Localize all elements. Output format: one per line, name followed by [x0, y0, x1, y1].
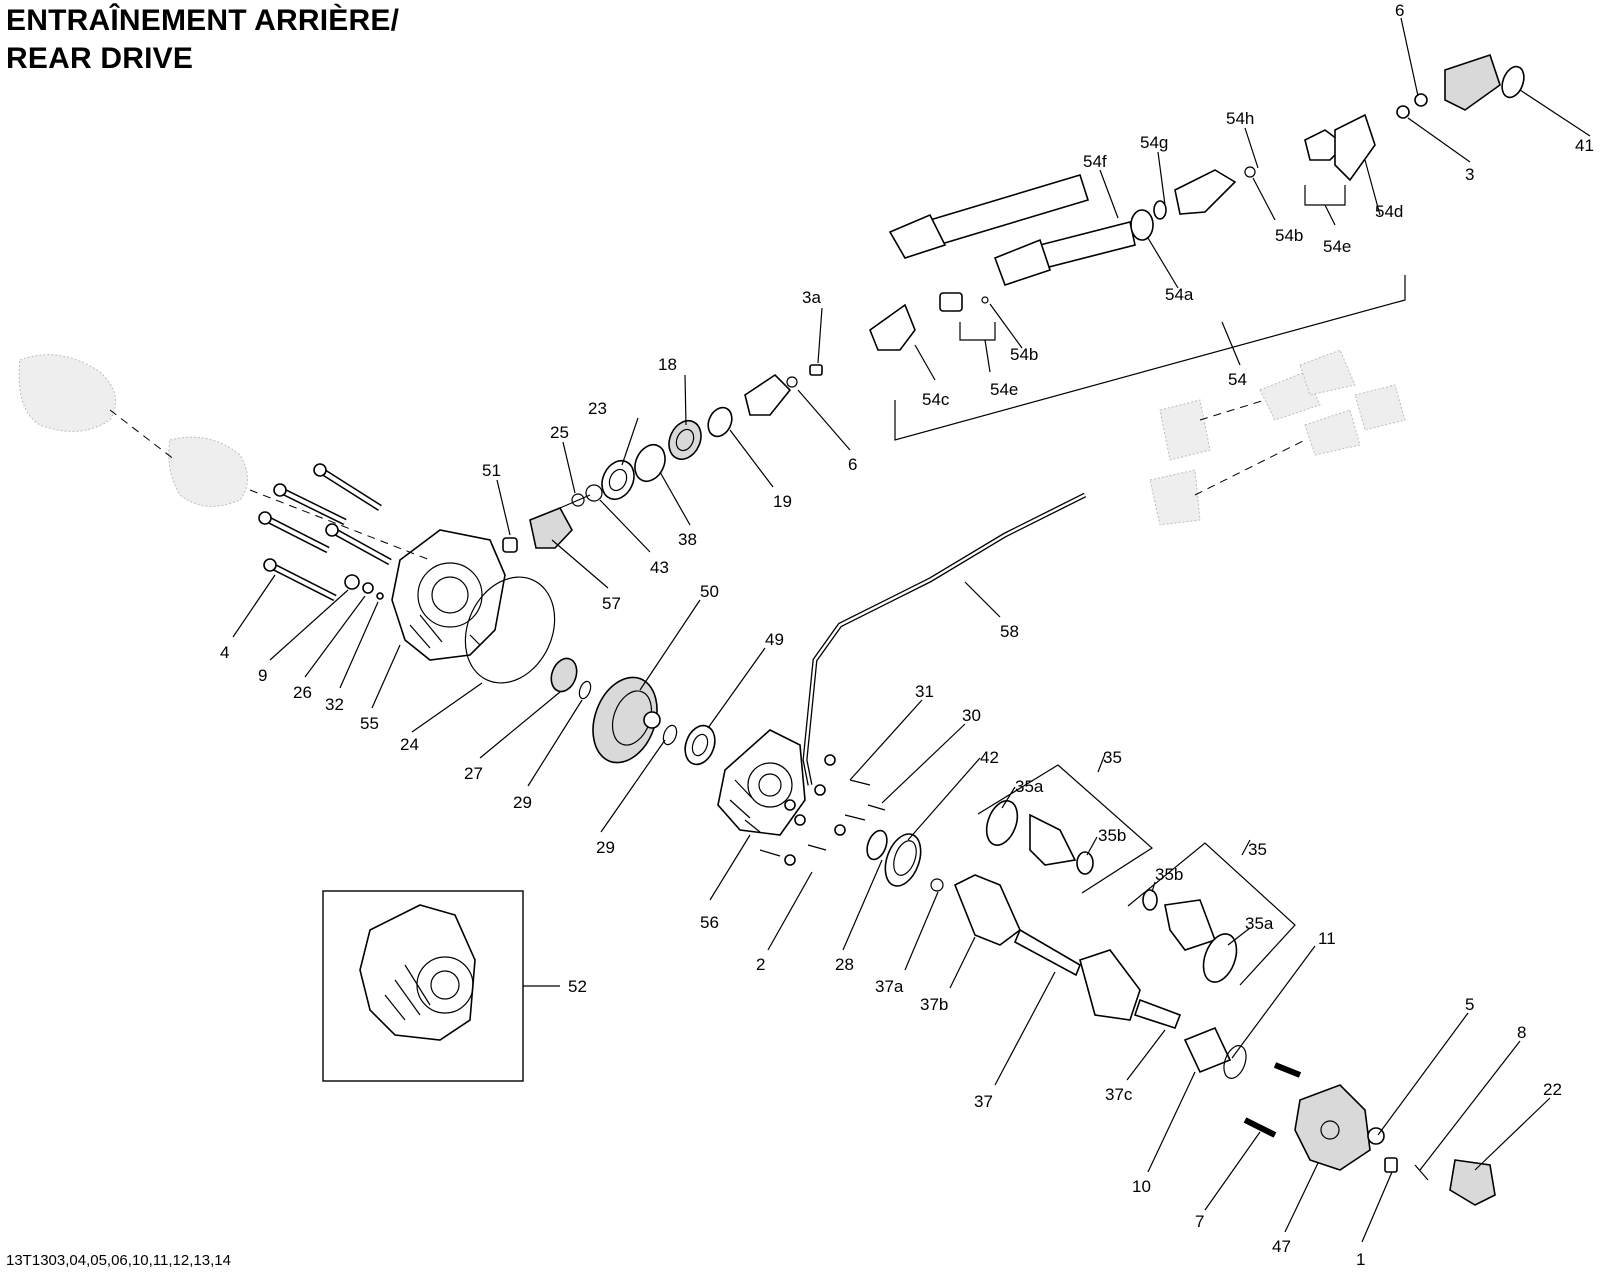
- callout-18: 18: [658, 355, 677, 374]
- callout-35a-left: 35a: [1015, 777, 1044, 796]
- callout-3a: 3a: [802, 288, 821, 307]
- callout-35b-right: 35b: [1155, 865, 1183, 884]
- callout-54h: 54h: [1226, 109, 1254, 128]
- cover-56-icon: [717, 729, 806, 836]
- wheel-bearing-10-icon: [1183, 1026, 1247, 1079]
- callout-54c: 54c: [922, 390, 950, 409]
- callout-56: 56: [700, 913, 719, 932]
- pinion-gear-57-icon: [502, 494, 591, 553]
- output-yoke-41-icon: [1396, 53, 1525, 119]
- leader-lines: [232, 17, 1591, 1243]
- callout-54g: 54g: [1140, 133, 1168, 152]
- drive-shaft-54-icon: [869, 113, 1406, 441]
- callout-37: 37: [974, 1092, 993, 1111]
- callout-47: 47: [1272, 1237, 1291, 1256]
- callout-54: 54: [1228, 370, 1247, 389]
- cover-bolts-icon: [759, 754, 886, 866]
- ghost-shafts-icon: [1149, 349, 1406, 526]
- callout-42: 42: [980, 748, 999, 767]
- axle-37-icon: [953, 874, 1182, 1029]
- callout-51: 51: [482, 461, 501, 480]
- callout-38: 38: [678, 530, 697, 549]
- callout-8: 8: [1517, 1023, 1526, 1042]
- callout-6-mid: 6: [848, 455, 857, 474]
- diagram-title-english: REAR DRIVE: [6, 42, 194, 75]
- ghost-engine-icon: [18, 354, 248, 507]
- callout-35b-left: 35b: [1098, 826, 1126, 845]
- callout-1: 1: [1356, 1250, 1365, 1269]
- callout-22: 22: [1543, 1080, 1562, 1099]
- callout-54a: 54a: [1165, 285, 1194, 304]
- bearing-stack-icon: [571, 406, 733, 507]
- callout-35a-right: 35a: [1245, 914, 1274, 933]
- callout-25: 25: [550, 423, 569, 442]
- callout-57: 57: [602, 594, 621, 613]
- callout-55: 55: [360, 714, 379, 733]
- callout-labels: 6 41 3 54h 54g 54f 54b 54e 54d 54a 54b 5…: [220, 1, 1594, 1269]
- callout-52: 52: [568, 977, 587, 996]
- callout-3: 3: [1465, 165, 1474, 184]
- callout-32: 32: [325, 695, 344, 714]
- cv-boot-35-right-icon: [1142, 889, 1238, 983]
- callout-23: 23: [588, 399, 607, 418]
- callout-6-top: 6: [1395, 1, 1404, 20]
- callout-31: 31: [915, 682, 934, 701]
- callout-43: 43: [650, 558, 669, 577]
- bearings-27-29-49-icon: [550, 657, 716, 766]
- o-ring-24-icon: [464, 576, 556, 684]
- callout-49: 49: [765, 630, 784, 649]
- callout-26: 26: [293, 683, 312, 702]
- callout-2: 2: [756, 955, 765, 974]
- diagram-title-french: ENTRAÎNEMENT ARRIÈRE/: [6, 4, 400, 37]
- callout-54e-top: 54e: [1323, 237, 1351, 256]
- callout-41: 41: [1575, 136, 1594, 155]
- callout-50: 50: [700, 582, 719, 601]
- callout-54e-mid: 54e: [990, 380, 1018, 399]
- callout-19: 19: [773, 492, 792, 511]
- callout-27: 27: [464, 764, 483, 783]
- callout-37a: 37a: [875, 977, 904, 996]
- callout-29a: 29: [513, 793, 532, 812]
- callout-58: 58: [1000, 622, 1019, 641]
- callout-7: 7: [1195, 1212, 1204, 1231]
- diagram-code: 13T1303,04,05,06,10,11,12,13,14: [6, 1252, 231, 1269]
- callout-4: 4: [220, 643, 229, 662]
- callout-11: 11: [1318, 929, 1336, 948]
- seals-28-42-icon: [866, 829, 944, 892]
- callout-37b: 37b: [920, 995, 948, 1014]
- callout-10: 10: [1132, 1177, 1151, 1196]
- callout-29b: 29: [596, 838, 615, 857]
- nut-washer-9-26-icon: [344, 574, 384, 600]
- callout-35-left: 35: [1103, 748, 1122, 767]
- vent-tube-58-icon: [802, 492, 1087, 786]
- rear-housing-55-icon: [249, 489, 506, 661]
- housing-bolts-icon: [258, 463, 392, 602]
- callout-24: 24: [400, 735, 419, 754]
- callout-54b-mid: 54b: [1010, 345, 1038, 364]
- callout-54f: 54f: [1083, 152, 1107, 171]
- callout-54d: 54d: [1375, 202, 1403, 221]
- wheel-hub-47-icon: [1243, 1062, 1496, 1206]
- callout-30: 30: [962, 706, 981, 725]
- yoke-3a-icon: [744, 364, 823, 416]
- callout-54b-top: 54b: [1275, 226, 1303, 245]
- callout-35-right: 35: [1248, 840, 1267, 859]
- ring-gear-50-icon: [592, 676, 661, 764]
- callout-37c: 37c: [1105, 1085, 1133, 1104]
- callout-28: 28: [835, 955, 854, 974]
- inset-box-52: [322, 890, 560, 1082]
- callout-5: 5: [1465, 995, 1474, 1014]
- callout-9: 9: [258, 666, 267, 685]
- cv-boot-35-left-icon: [985, 800, 1094, 875]
